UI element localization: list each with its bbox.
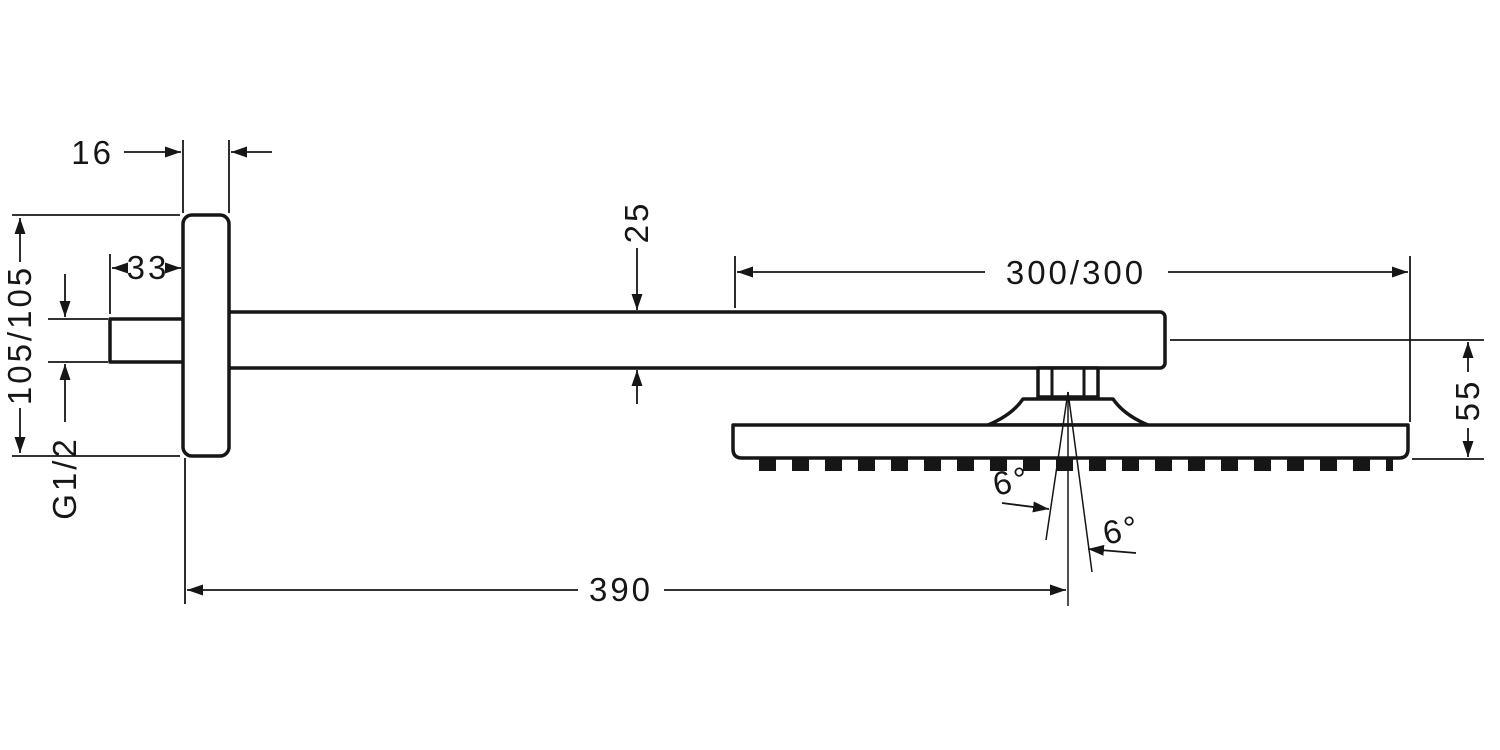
dimension-angle-left: 6°	[989, 459, 1050, 513]
dim-390-label: 390	[589, 571, 653, 608]
dim-105-label: 105/105	[1, 265, 38, 405]
wall-plate	[181, 213, 231, 458]
dim-33-label: 33	[127, 249, 170, 286]
dimension-stub-length: 33	[109, 249, 181, 314]
dim-thread-label: G1/2	[46, 436, 83, 520]
dimension-head-size: 300/300	[734, 254, 1411, 422]
dimension-plate-thickness: 16	[71, 134, 272, 213]
dim-angle-right-label: 6°	[1099, 508, 1143, 552]
shower-arm	[183, 310, 1167, 370]
dimension-head-depth: 55	[1170, 339, 1486, 460]
dim-25-label: 25	[618, 201, 655, 244]
dimension-arm-profile: 25	[618, 201, 655, 404]
dim-55-label: 55	[1449, 379, 1486, 422]
dimension-plate-size: 105/105	[1, 214, 180, 457]
dim-angle-left-label: 6°	[989, 459, 1033, 503]
spray-angle-lines	[1045, 391, 1093, 606]
dimension-arm-length: 390	[184, 458, 1066, 608]
dim-16-label: 16	[71, 134, 114, 171]
dimension-angle-right: 6°	[1087, 508, 1144, 556]
dimension-thread: G1/2	[46, 274, 108, 520]
nozzle-teeth	[757, 458, 1393, 471]
dim-300-label: 300/300	[1006, 254, 1146, 291]
supply-stub	[108, 317, 188, 364]
shower-head	[731, 423, 1410, 460]
